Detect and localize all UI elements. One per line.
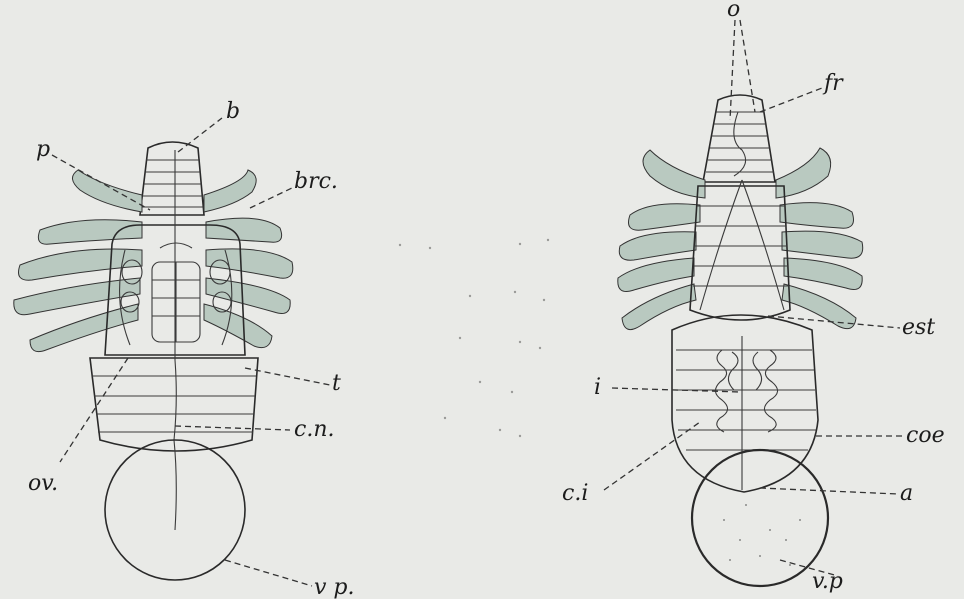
label-t: t bbox=[332, 371, 341, 396]
label-i: i bbox=[594, 375, 601, 400]
right-thorax bbox=[690, 180, 790, 320]
right-abdomen bbox=[672, 315, 818, 492]
left-head bbox=[140, 142, 204, 215]
label-coe: coe bbox=[906, 423, 945, 448]
background-specks bbox=[399, 239, 549, 437]
label-vp-right: v.p bbox=[812, 569, 843, 594]
left-yolk-sphere bbox=[105, 440, 245, 580]
right-gills-left bbox=[618, 150, 705, 330]
label-vp-left: v p. bbox=[314, 575, 355, 599]
label-fr: fr bbox=[822, 71, 844, 96]
label-b: b bbox=[226, 99, 240, 124]
label-ov: ov. bbox=[28, 471, 58, 496]
label-cn: c.n. bbox=[294, 417, 334, 442]
label-o: o bbox=[727, 0, 740, 22]
right-yolk-sphere bbox=[692, 450, 828, 586]
right-figure: o fr est i coe c.i a v.p bbox=[562, 0, 945, 594]
label-a: a bbox=[900, 481, 913, 506]
left-figure: b p brc. t c.n. ov. v p. bbox=[14, 99, 355, 599]
label-p: p bbox=[36, 137, 50, 162]
label-brc: brc. bbox=[294, 169, 338, 194]
label-ci: c.i bbox=[562, 481, 588, 506]
left-gills-right bbox=[204, 170, 293, 348]
right-head bbox=[703, 95, 775, 182]
label-est: est bbox=[902, 315, 935, 340]
